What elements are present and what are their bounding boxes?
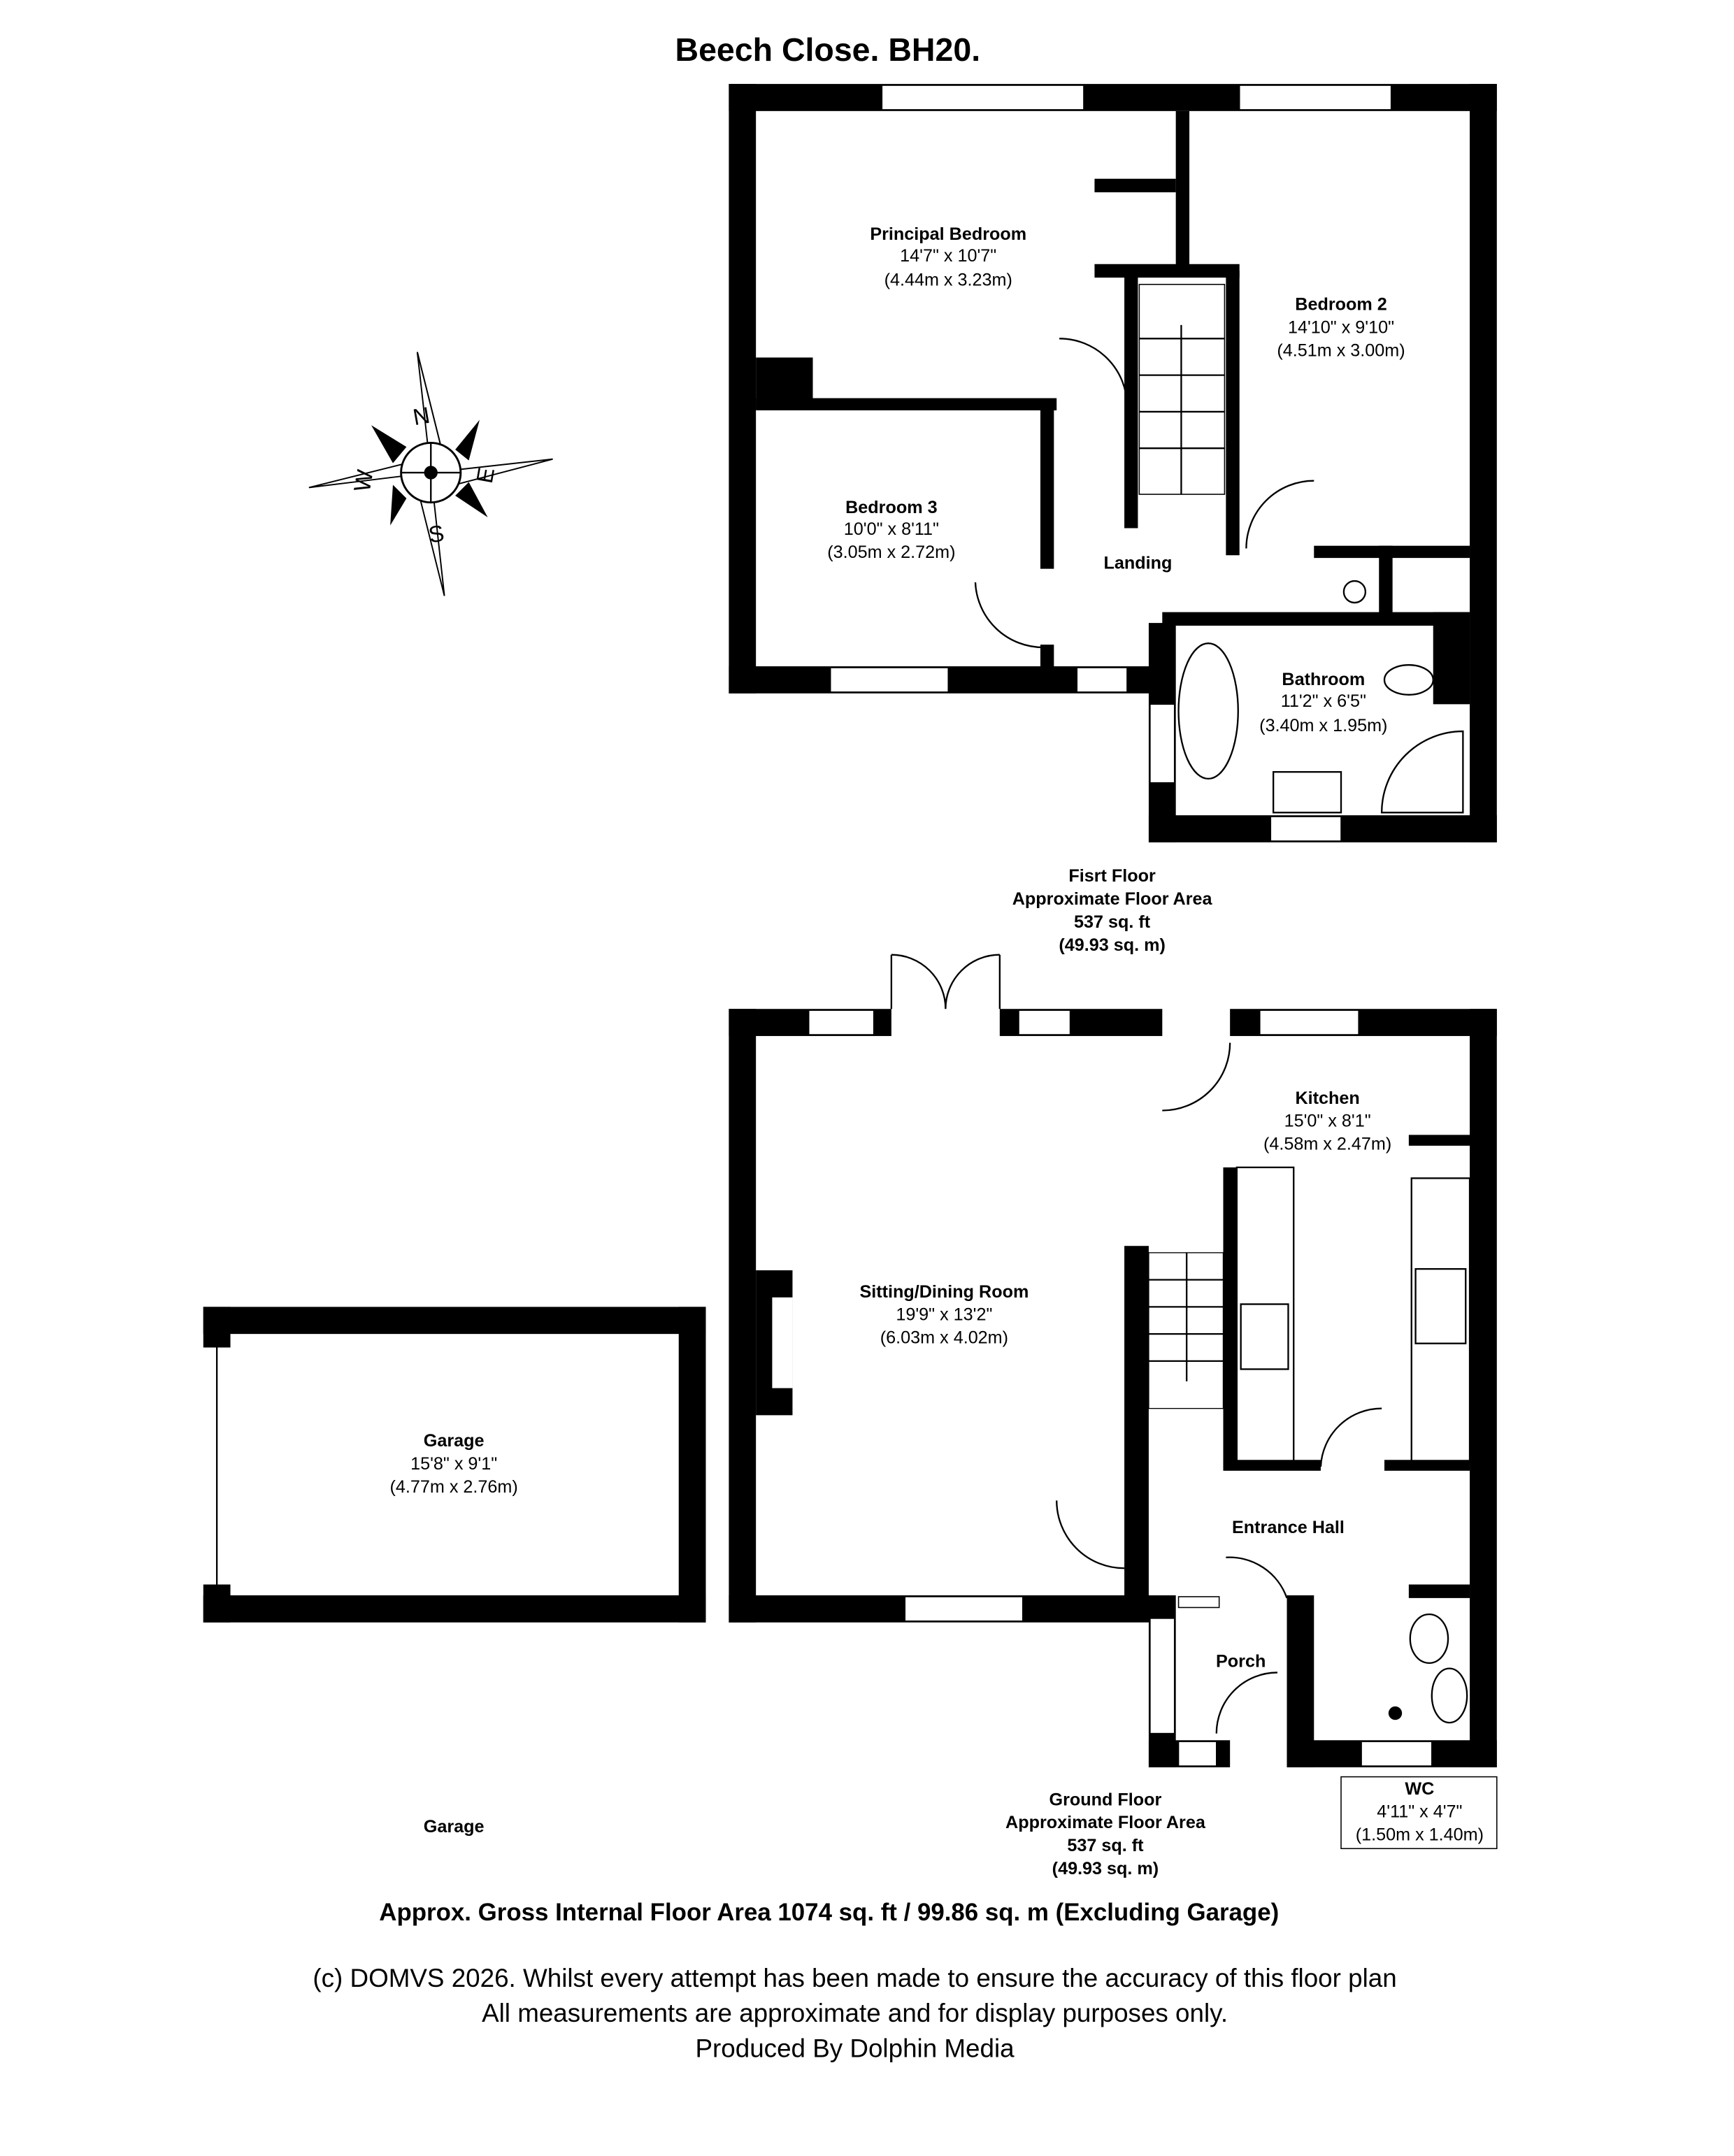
disclaimer-line: All measurements are approximate and for… — [482, 1999, 1228, 2027]
room-dimensions-metric: (3.40m x 1.95m) — [1259, 716, 1387, 735]
room-dimensions-imperial: 11'2" x 6'5" — [1281, 691, 1366, 711]
room-dimensions-imperial: 10'0" x 8'11" — [844, 519, 939, 539]
room-dimensions-metric: (4.44m x 3.23m) — [884, 271, 1012, 290]
room-dimensions-imperial: 15'0" x 8'1" — [1284, 1112, 1371, 1131]
floor-name: Fisrt Floor — [1068, 866, 1156, 886]
gross-internal-area: Approx. Gross Internal Floor Area 1074 s… — [379, 1899, 1279, 1926]
room-dimensions-metric: (4.58m x 2.47m) — [1263, 1135, 1391, 1154]
room-name: Kitchen — [1295, 1088, 1359, 1108]
room-garage: Garage 15'8" x 9'1" (4.77m x 2.76m) — [390, 1431, 518, 1497]
floor-area-sqft: 537 sq. ft — [1074, 912, 1151, 932]
room-dimensions-metric: (4.77m x 2.76m) — [390, 1477, 518, 1497]
disclaimer-line: (c) DOMVS 2026. Whilst every attempt has… — [313, 1964, 1396, 1992]
compass-west: W — [349, 468, 378, 494]
floor-area-label: Approximate Floor Area — [1012, 889, 1213, 909]
room-name: Bedroom 2 — [1295, 295, 1387, 315]
floor-area-label: Approximate Floor Area — [1005, 1813, 1206, 1832]
ground-floor-walls — [729, 954, 1498, 1850]
room-dimensions-imperial: 15'8" x 9'1" — [410, 1454, 497, 1474]
floor-area-sqm: (49.93 sq. m) — [1052, 1859, 1159, 1878]
room-name: WC — [1405, 1779, 1434, 1799]
room-dimensions-imperial: 14'10" x 9'10" — [1288, 318, 1394, 338]
room-dimensions-imperial: 4'11" x 4'7" — [1377, 1802, 1462, 1822]
room-dimensions-metric: (6.03m x 4.02m) — [880, 1328, 1008, 1348]
room-bedroom-3: Bedroom 3 10'0" x 8'11" (3.05m x 2.72m) — [827, 498, 955, 562]
floor-area-sqm: (49.93 sq. m) — [1059, 935, 1165, 955]
garage-caption: Garage — [424, 1817, 485, 1837]
room-principal-bedroom: Principal Bedroom 14'7" x 10'7" (4.44m x… — [870, 224, 1026, 290]
room-bedroom-2: Bedroom 2 14'10" x 9'10" (4.51m x 3.00m) — [1277, 295, 1405, 361]
room-wc: WC 4'11" x 4'7" (1.50m x 1.40m) — [1356, 1779, 1484, 1845]
room-landing: Landing — [1103, 554, 1172, 573]
plan-title: Beech Close. BH20. — [675, 31, 981, 68]
room-name: Garage — [424, 1431, 485, 1451]
floor-name: Ground Floor — [1049, 1790, 1162, 1809]
garage-walls — [203, 1307, 706, 1623]
room-dimensions-imperial: 19'9" x 13'2" — [896, 1305, 992, 1325]
room-bathroom: Bathroom 11'2" x 6'5" (3.40m x 1.95m) — [1259, 670, 1387, 735]
room-dimensions-metric: (1.50m x 1.40m) — [1356, 1825, 1484, 1845]
room-name: Bathroom — [1282, 670, 1365, 689]
first-floor-walls — [729, 84, 1497, 842]
room-dimensions-metric: (4.51m x 3.00m) — [1277, 340, 1405, 360]
room-name: Sitting/Dining Room — [859, 1282, 1029, 1302]
first-floor-area: Fisrt Floor Approximate Floor Area 537 s… — [1012, 866, 1213, 955]
room-sitting-dining: Sitting/Dining Room 19'9" x 13'2" (6.03m… — [859, 1282, 1029, 1348]
room-dimensions-imperial: 14'7" x 10'7" — [900, 246, 996, 266]
compass-icon: N E S W — [308, 352, 553, 596]
room-dimensions-metric: (3.05m x 2.72m) — [827, 542, 955, 562]
room-entrance-hall: Entrance Hall — [1232, 1518, 1345, 1537]
room-name: Bedroom 3 — [845, 498, 937, 517]
ground-floor-area: Ground Floor Approximate Floor Area 537 … — [1005, 1790, 1206, 1878]
compass-south: S — [427, 519, 446, 547]
room-porch: Porch — [1216, 1652, 1266, 1672]
room-name: Principal Bedroom — [870, 224, 1026, 244]
floor-area-sqft: 537 sq. ft — [1067, 1836, 1144, 1855]
producer-credit: Produced By Dolphin Media — [695, 2034, 1015, 2063]
room-kitchen: Kitchen 15'0" x 8'1" (4.58m x 2.47m) — [1263, 1088, 1391, 1154]
